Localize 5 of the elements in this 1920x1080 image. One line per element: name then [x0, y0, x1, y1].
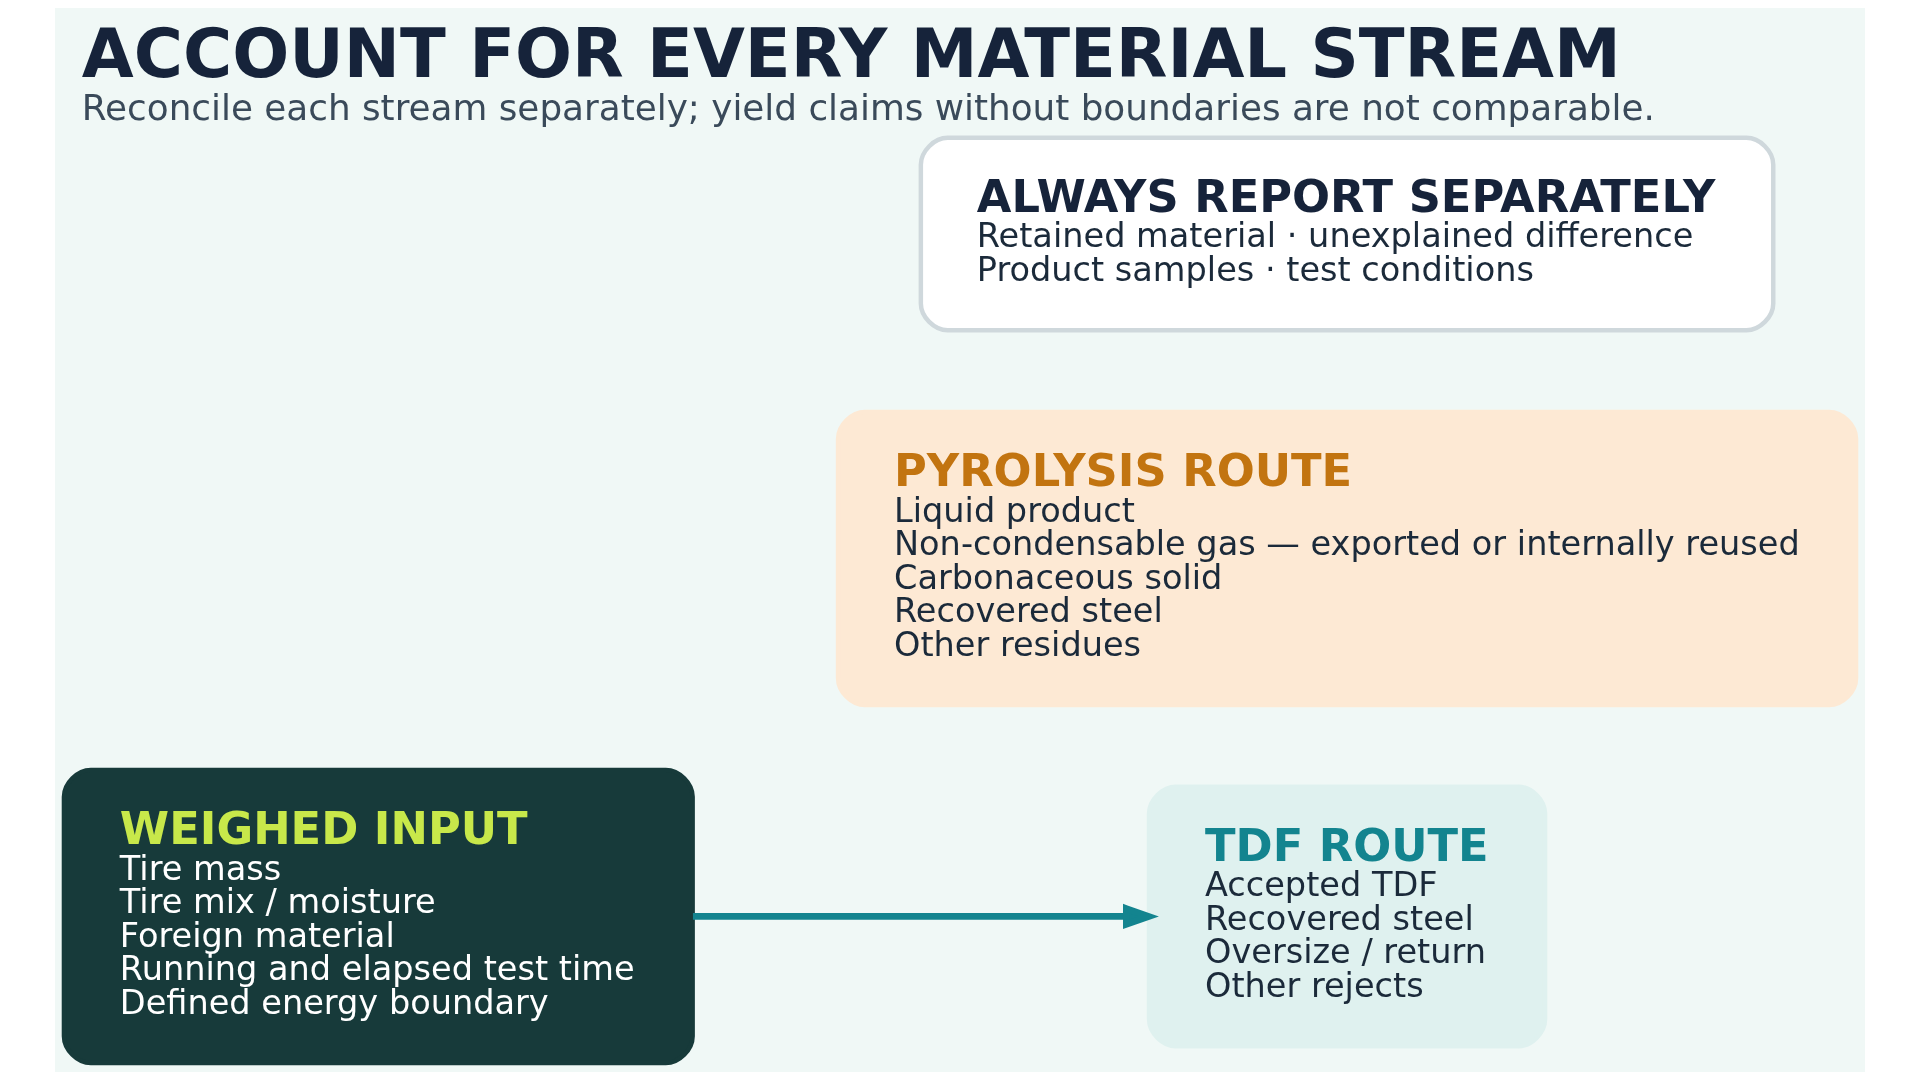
node-box: TDF ROUTE Accepted TDF Recovered steel Oversize / return Other rejects — [1146, 784, 1548, 1049]
node-box: ALWAYS REPORT SEPARATELY Retained material · unexplained difference Product samples · test conditions — [918, 135, 1776, 333]
node-box: PYROLYSIS ROUTE Liquid product Non-condensable gas — exported or internally reused Carbonaceous solid Recovered steel Other residues — [835, 409, 1859, 708]
node-box: WEIGHED INPUT Tire mass Tire mix / moisture Foreign material Running and elapsed test time Defined energy boundary — [61, 767, 695, 1066]
arrow — [692, 903, 1159, 929]
